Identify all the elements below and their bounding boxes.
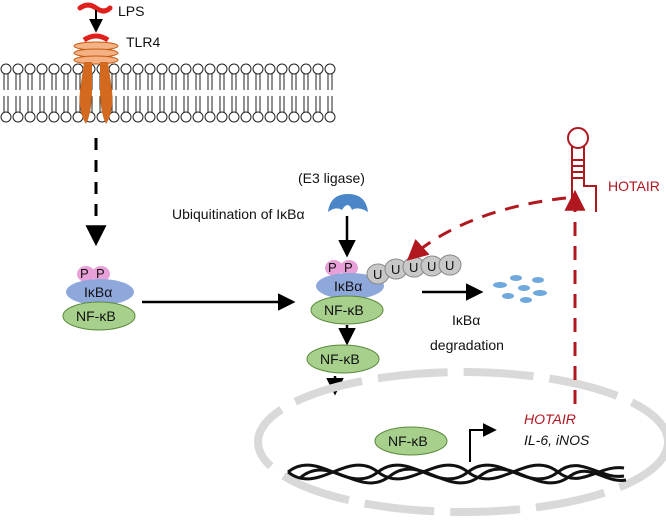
ubiquitin-2: U	[391, 262, 400, 277]
nucleus	[254, 368, 666, 516]
ikba-left-label: IκBα	[84, 284, 112, 300]
phospho-right-2: P	[344, 260, 353, 275]
ubiquitin-5: U	[445, 258, 454, 273]
phospho-left-2: P	[96, 266, 105, 281]
ubiquitin-chain	[366, 254, 462, 285]
ikba-nfkb-complex-left	[62, 266, 136, 331]
hotair-to-ubiquitin-arrow	[406, 196, 567, 261]
nfkb-nuclear	[374, 426, 448, 456]
degradation-label-2: degradation	[430, 337, 504, 353]
target-genes-label: IL-6, iNOS	[524, 432, 590, 448]
hotair-rna-label: HOTAIR	[608, 178, 660, 194]
hotair-gene-label: HOTAIR	[524, 411, 576, 427]
transcription-start-arrow	[469, 423, 497, 462]
nfkb-right-label: NF-κB	[324, 302, 364, 318]
tlr4-receptor	[73, 33, 119, 124]
cell-membrane	[0, 62, 336, 124]
phospho-left-1: P	[80, 266, 89, 281]
degraded-fragments	[493, 275, 547, 303]
degradation-label-1: IκBα	[452, 312, 480, 328]
e3-ligase-label: (E3 ligase)	[298, 170, 365, 186]
nfkb-free	[306, 344, 380, 374]
phospho-right-1: P	[328, 260, 337, 275]
dna-helix	[287, 463, 627, 485]
lps-label: LPS	[118, 3, 144, 19]
ubiquitination-label: Ubiquitination of IκBα	[172, 206, 305, 222]
ikba-right-label: IκBα	[334, 278, 362, 294]
nfkb-left-label: NF-κB	[76, 308, 116, 324]
ikba-nfkb-complex-right	[310, 260, 384, 325]
ubiquitin-4: U	[427, 259, 436, 274]
e3-ligase-icon	[328, 194, 368, 212]
ubiquitin-3: U	[409, 260, 418, 275]
ubiquitin-1: U	[373, 267, 382, 282]
hotair-rna-icon	[567, 127, 597, 212]
tlr4-label: TLR4	[126, 34, 160, 50]
nfkb-free-label: NF-κB	[320, 351, 360, 367]
nfkb-nuclear-label: NF-κB	[388, 433, 428, 449]
lps-molecule	[77, 2, 113, 14]
